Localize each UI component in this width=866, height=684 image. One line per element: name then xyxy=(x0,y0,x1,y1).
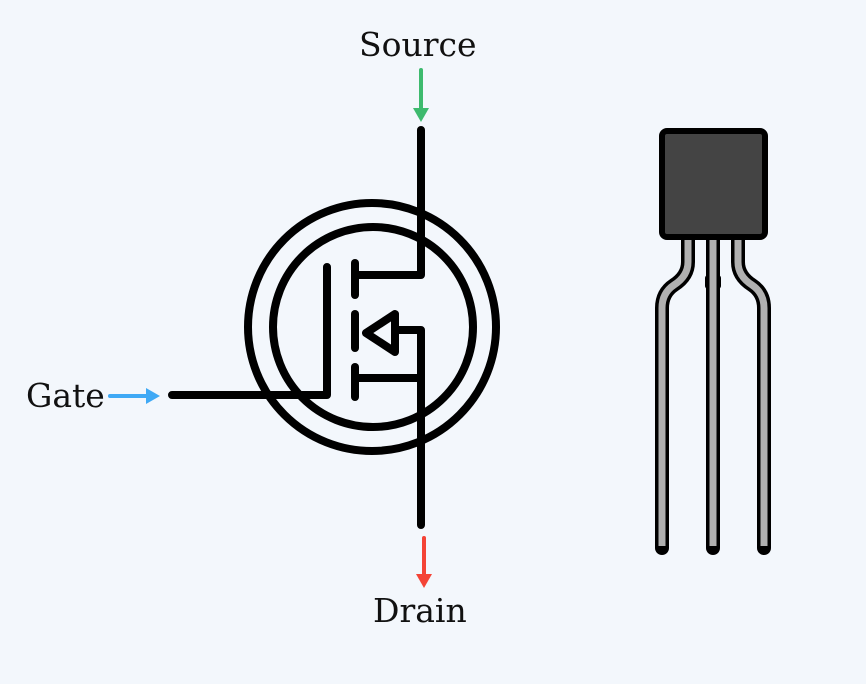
to92-package-icon xyxy=(655,128,771,555)
mosfet-symbol-icon xyxy=(168,126,500,529)
body-diode-arrow xyxy=(362,310,399,356)
gate-label: Gate xyxy=(26,376,105,415)
gate-line xyxy=(168,263,331,399)
inner-circle xyxy=(269,223,477,431)
drain-terminal-line xyxy=(391,326,425,529)
source-label: Source xyxy=(359,25,477,64)
outer-circle xyxy=(244,199,500,455)
drain-label: Drain xyxy=(373,591,467,630)
package-body xyxy=(659,128,768,240)
terminal-arrows xyxy=(108,68,432,588)
source-terminal-line xyxy=(353,126,425,279)
